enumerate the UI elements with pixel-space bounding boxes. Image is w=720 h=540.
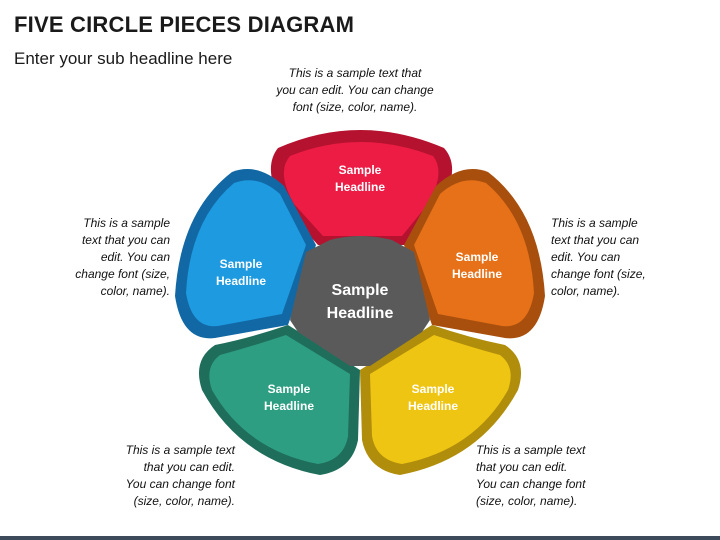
petal-right-label-1: Sample (456, 250, 499, 264)
petal-left-label-2: Headline (216, 274, 266, 288)
petal-bottom-left-label-2: Headline (264, 399, 314, 413)
petal-left-fill (186, 180, 306, 327)
petal-bottom-left-label-1: Sample (268, 382, 311, 396)
center-label-1: Sample (332, 282, 389, 299)
note-right: This is a sample text that you can edit.… (551, 216, 646, 298)
petal-bottom-left-fill (209, 335, 350, 464)
center-label-2: Headline (327, 305, 394, 322)
petal-top[interactable]: Sample Headline (270, 130, 453, 245)
petal-top-label-1: Sample (339, 163, 382, 177)
note-bottom-right: This is a sample text that you can edit.… (476, 443, 586, 508)
petal-right[interactable]: Sample Headline (404, 169, 545, 339)
note-left: This is a sample text that you can edit.… (75, 216, 170, 298)
page-title: FIVE CIRCLE PIECES DIAGRAM (14, 12, 355, 37)
petal-left-label-1: Sample (220, 257, 263, 271)
petal-bottom-right-label-2: Headline (408, 399, 458, 413)
center-pentagon (290, 236, 430, 366)
footer-bar (0, 536, 720, 540)
petal-right-label-2: Headline (452, 267, 502, 281)
petal-bottom-right-label-1: Sample (412, 382, 455, 396)
petal-bottom-left[interactable]: Sample Headline (198, 325, 360, 475)
petal-right-fill (414, 180, 534, 327)
petal-top-label-2: Headline (335, 180, 385, 194)
note-top: This is a sample text that you can edit.… (276, 66, 434, 114)
petal-bottom-right[interactable]: Sample Headline (360, 325, 522, 475)
page-subtitle: Enter your sub headline here (14, 49, 233, 68)
center-piece[interactable]: Sample Headline (290, 236, 430, 366)
petal-bottom-right-fill (370, 335, 511, 464)
note-bottom-left: This is a sample text that you can edit.… (125, 443, 235, 508)
petal-top-fill (283, 142, 439, 236)
petal-left[interactable]: Sample Headline (175, 169, 316, 339)
